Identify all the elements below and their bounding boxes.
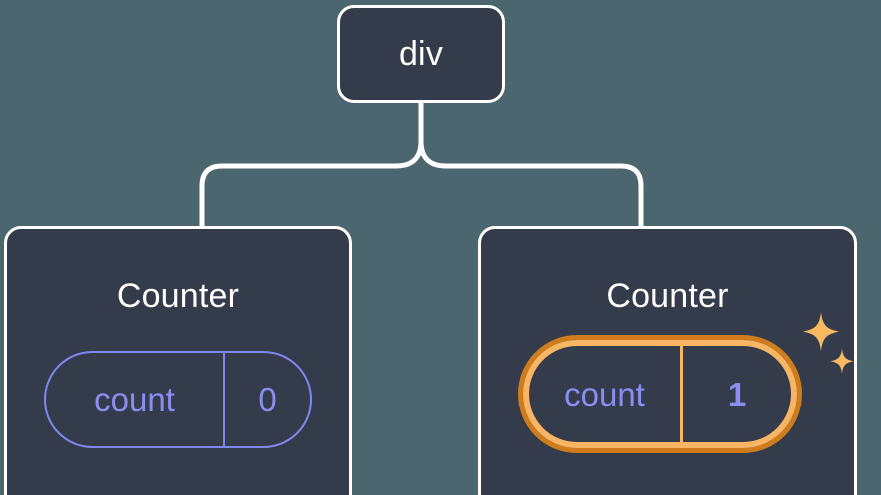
- sparkle-small-icon: [830, 349, 854, 374]
- state-pill-right-body: count 1: [523, 340, 797, 448]
- state-pill-left-value-cell: 0: [225, 353, 310, 446]
- state-pill-right-key-cell: count: [529, 346, 683, 442]
- state-pill-right[interactable]: count 1: [518, 335, 802, 453]
- node-counter-left-title: Counter: [116, 277, 240, 315]
- state-pill-right-outer-ring: count 1: [518, 335, 802, 453]
- node-root-div[interactable]: div: [337, 5, 505, 103]
- sparkle-large-icon: [803, 312, 839, 352]
- state-pill-right-key: count: [564, 375, 645, 413]
- state-pill-right-value-cell: 1: [683, 346, 791, 442]
- node-counter-right-title: Counter: [606, 277, 729, 315]
- node-root-label: div: [398, 35, 444, 73]
- state-pill-left[interactable]: count 0: [44, 351, 312, 448]
- connector-branch-left: [199, 138, 424, 230]
- state-pill-right-value: 1: [727, 375, 747, 413]
- connector-branch-right: [418, 138, 644, 230]
- state-pill-left-value: 0: [258, 381, 277, 418]
- state-pill-left-key-cell: count: [46, 353, 225, 446]
- sparkle-group: [803, 312, 854, 374]
- state-pill-left-key: count: [94, 381, 175, 418]
- state-pill-left-body: count 0: [44, 351, 312, 448]
